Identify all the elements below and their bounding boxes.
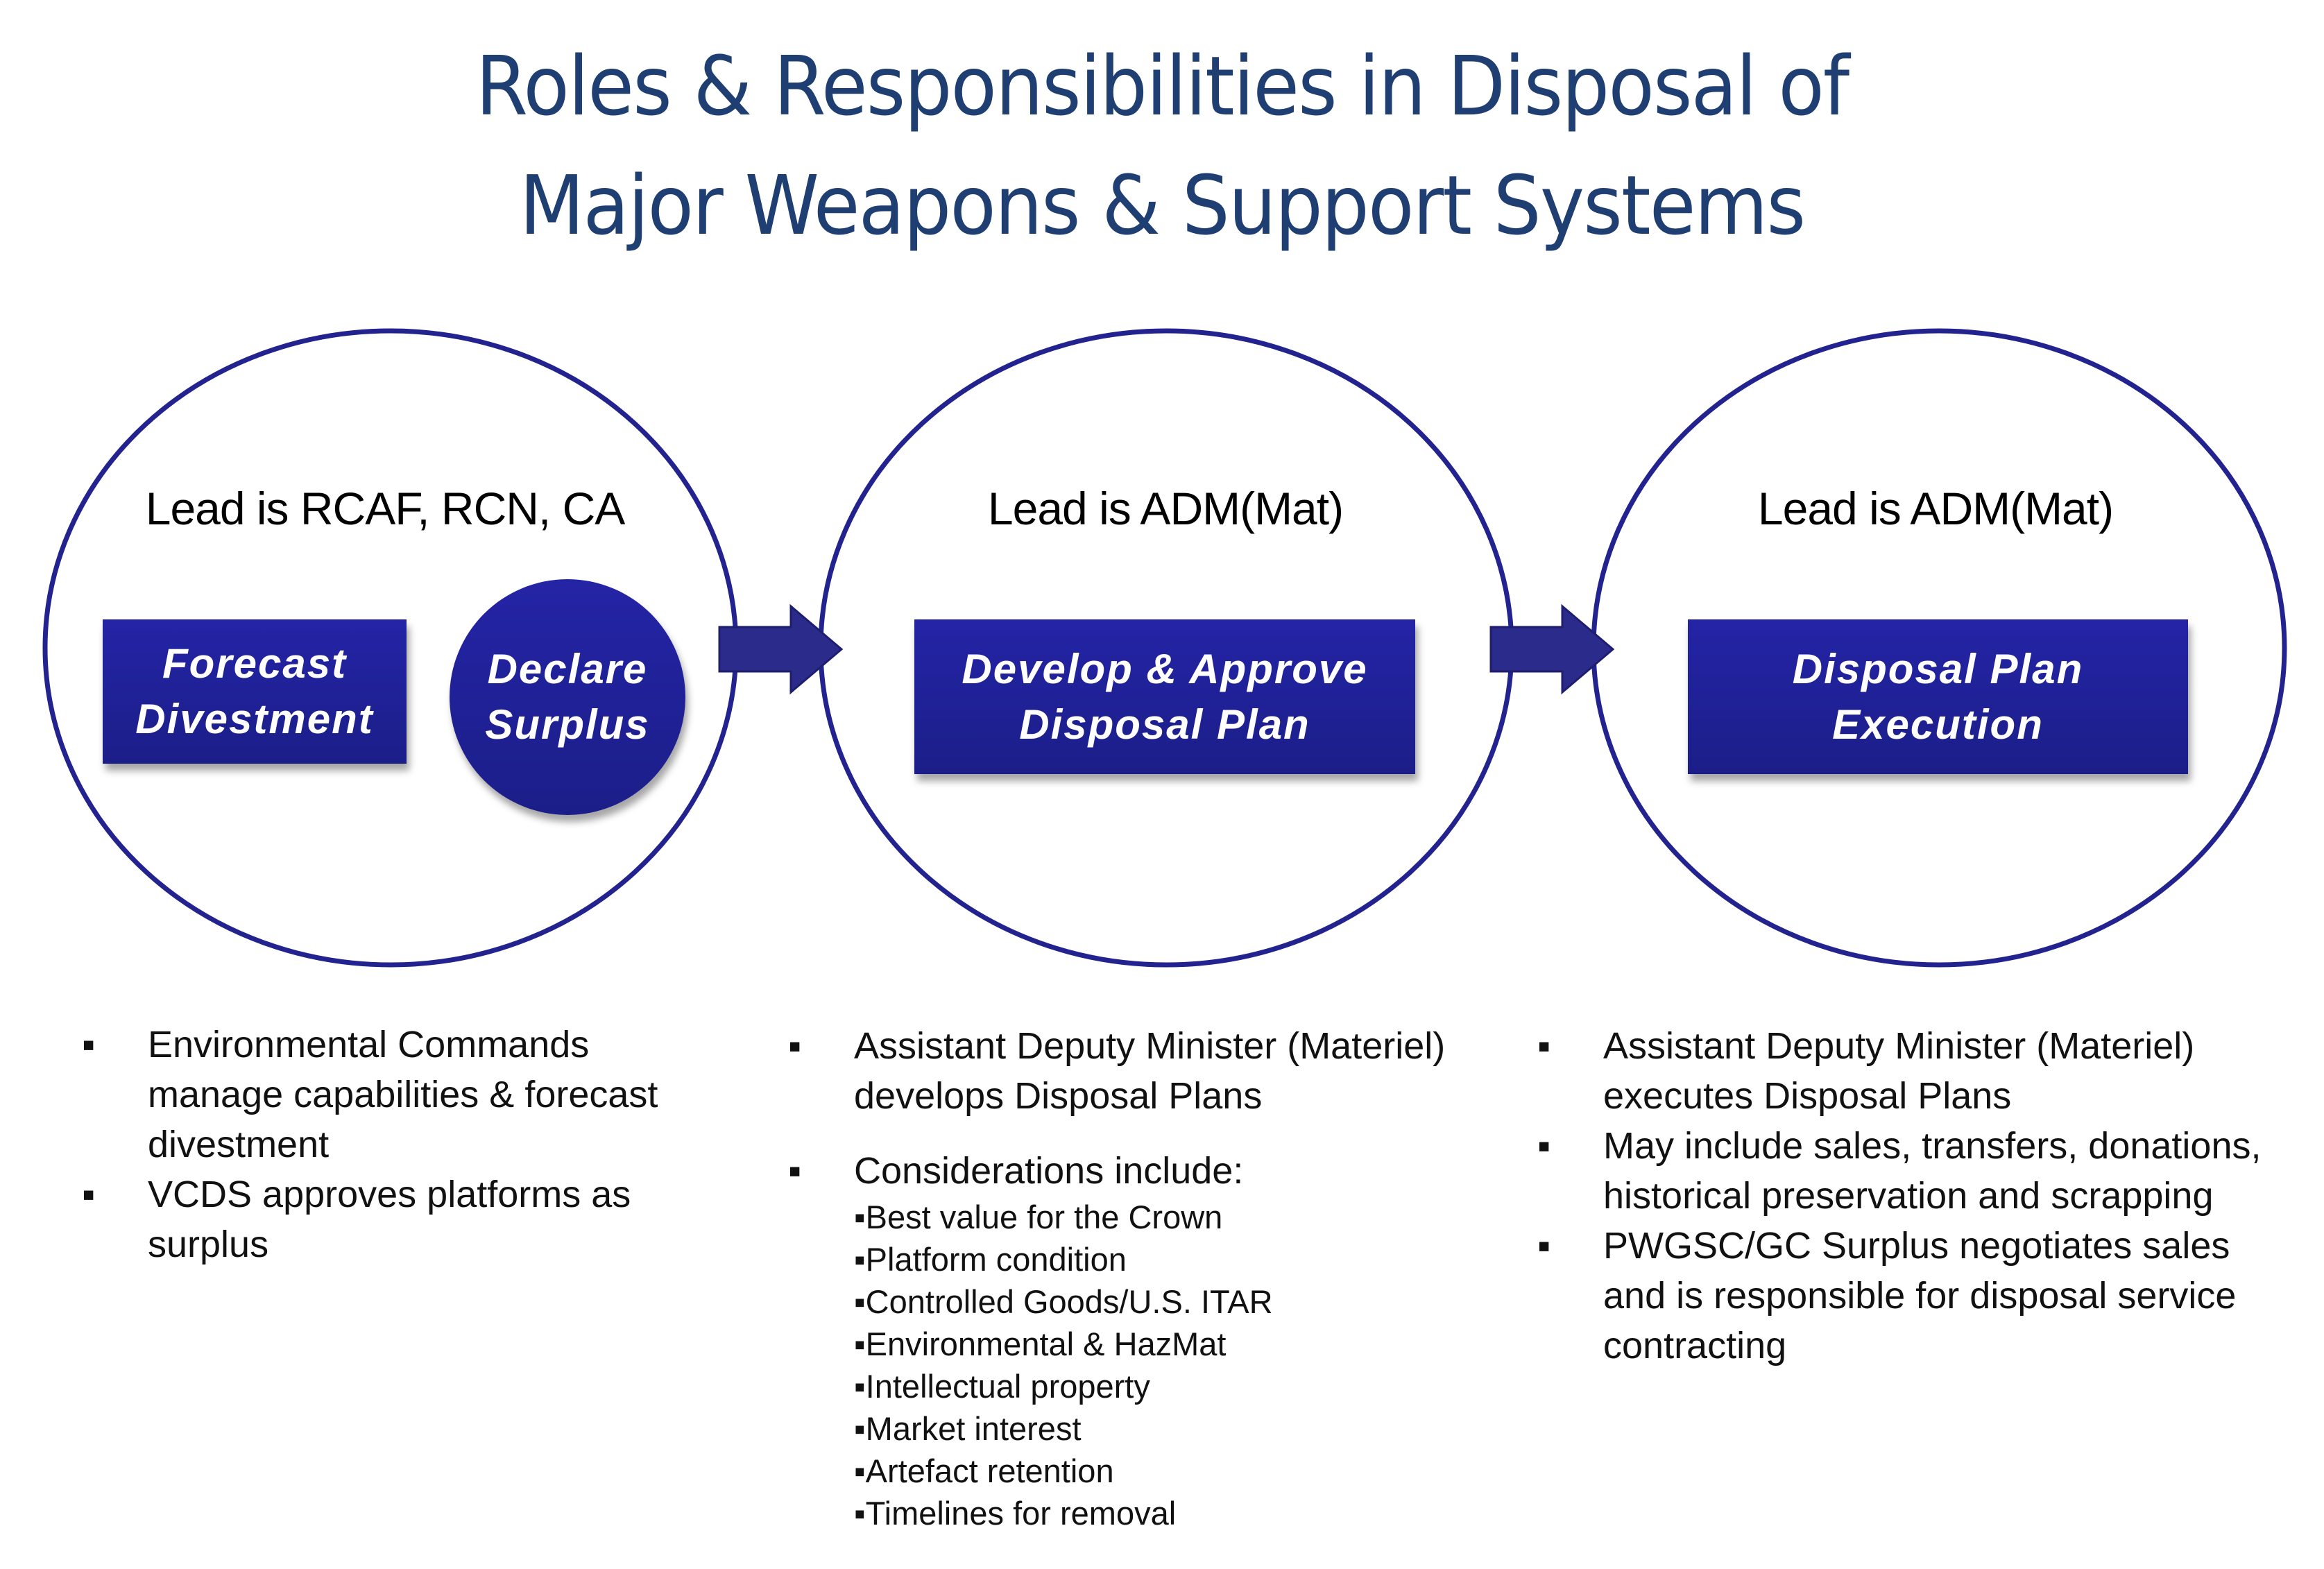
bullet-icon: ▪ — [854, 1452, 866, 1489]
bullet-icon: ▪ — [854, 1199, 866, 1235]
title-line-1: Roles & Responsibilities in Disposal of — [475, 38, 1849, 134]
box-line-1: Develop & Approve — [962, 645, 1368, 692]
bullet-icon: ▪ — [854, 1368, 866, 1405]
consideration-text: Controlled Goods/U.S. ITAR — [865, 1283, 1273, 1320]
consideration-text: Artefact retention — [865, 1452, 1114, 1489]
consideration-item: ▪Controlled Goods/U.S. ITAR — [788, 1280, 1551, 1323]
phase-2-responsibilities: ▪ Assistant Deputy Minister (Materiel) d… — [788, 1021, 1551, 1534]
bullet-item: ▪ Environmental Commands manage capabili… — [82, 1020, 692, 1169]
consideration-text: Intellectual property — [865, 1368, 1150, 1405]
considerations-list: ▪Best value for the Crown ▪Platform cond… — [788, 1196, 1551, 1534]
box-line-1: Declare — [487, 646, 648, 692]
bullet-icon: ▪ — [854, 1326, 866, 1362]
bullet-icon: ▪ — [788, 1025, 802, 1067]
consideration-text: Market interest — [865, 1410, 1082, 1447]
consideration-text: Environmental & HazMat — [865, 1326, 1227, 1362]
consideration-text: Best value for the Crown — [865, 1199, 1223, 1235]
bullet-item: ▪ Assistant Deputy Minister (Materiel) d… — [788, 1021, 1551, 1121]
phase-3-responsibilities: ▪ Assistant Deputy Minister (Materiel) e… — [1537, 1021, 2300, 1371]
bullet-icon: ▪ — [82, 1174, 96, 1215]
bullet-icon: ▪ — [1537, 1225, 1551, 1267]
box-line-2: Execution — [1832, 701, 2044, 748]
consideration-item: ▪Environmental & HazMat — [788, 1323, 1551, 1365]
right-arrow-icon — [718, 603, 844, 695]
consideration-item: ▪Intellectual property — [788, 1365, 1551, 1407]
bullet-text: Considerations include: — [854, 1150, 1244, 1192]
bullet-text: PWGSC/GC Surplus negotiates sales and is… — [1603, 1225, 2237, 1366]
consideration-item: ▪Best value for the Crown — [788, 1196, 1551, 1238]
bullet-text: Environmental Commands manage capabiliti… — [148, 1024, 658, 1165]
bullet-item: ▪ May include sales, transfers, donation… — [1537, 1121, 2300, 1221]
bullet-icon: ▪ — [854, 1241, 866, 1278]
right-arrow-icon — [1489, 603, 1615, 695]
bullet-text: Assistant Deputy Minister (Materiel) exe… — [1603, 1025, 2195, 1117]
consideration-item: ▪Artefact retention — [788, 1450, 1551, 1492]
bullet-icon: ▪ — [82, 1024, 96, 1065]
box-line-2: Surplus — [485, 701, 650, 748]
bullet-icon: ▪ — [854, 1283, 866, 1320]
bullet-item: ▪ Assistant Deputy Minister (Materiel) e… — [1537, 1021, 2300, 1121]
bullet-icon: ▪ — [788, 1150, 802, 1192]
box-line-1: Disposal Plan — [1792, 645, 2084, 692]
bullet-icon: ▪ — [854, 1410, 866, 1447]
consideration-text: Platform condition — [865, 1241, 1127, 1278]
consideration-text: Timelines for removal — [865, 1495, 1177, 1532]
box-line-2: Divestment — [135, 696, 374, 742]
bullet-icon: ▪ — [1537, 1125, 1551, 1167]
title-line-2: Major Weapons & Support Systems — [519, 157, 1806, 253]
phase-1-lead: Lead is RCAF, RCN, CA — [145, 483, 626, 534]
bullet-item: ▪ VCDS approves platforms as surplus — [82, 1169, 692, 1269]
consideration-item: ▪Platform condition — [788, 1238, 1551, 1280]
bullet-icon: ▪ — [1537, 1025, 1551, 1067]
bullet-text: VCDS approves platforms as surplus — [148, 1174, 631, 1265]
phase-1-responsibilities: ▪ Environmental Commands manage capabili… — [82, 1020, 692, 1269]
box-line-2: Disposal Plan — [1019, 701, 1310, 748]
box-line-1: Forecast — [162, 640, 348, 687]
consideration-item: ▪Market interest — [788, 1407, 1551, 1450]
phase-2-lead: Lead is ADM(Mat) — [987, 483, 1344, 534]
bullet-icon: ▪ — [854, 1495, 866, 1532]
bullet-item: ▪ PWGSC/GC Surplus negotiates sales and … — [1537, 1221, 2300, 1371]
bullet-text: May include sales, transfers, donations,… — [1603, 1125, 2262, 1217]
phase-3-lead: Lead is ADM(Mat) — [1757, 483, 2114, 534]
consideration-item: ▪Timelines for removal — [788, 1492, 1551, 1534]
bullet-item: ▪ Considerations include: — [788, 1146, 1551, 1196]
bullet-text: Assistant Deputy Minister (Materiel) dev… — [854, 1025, 1446, 1117]
